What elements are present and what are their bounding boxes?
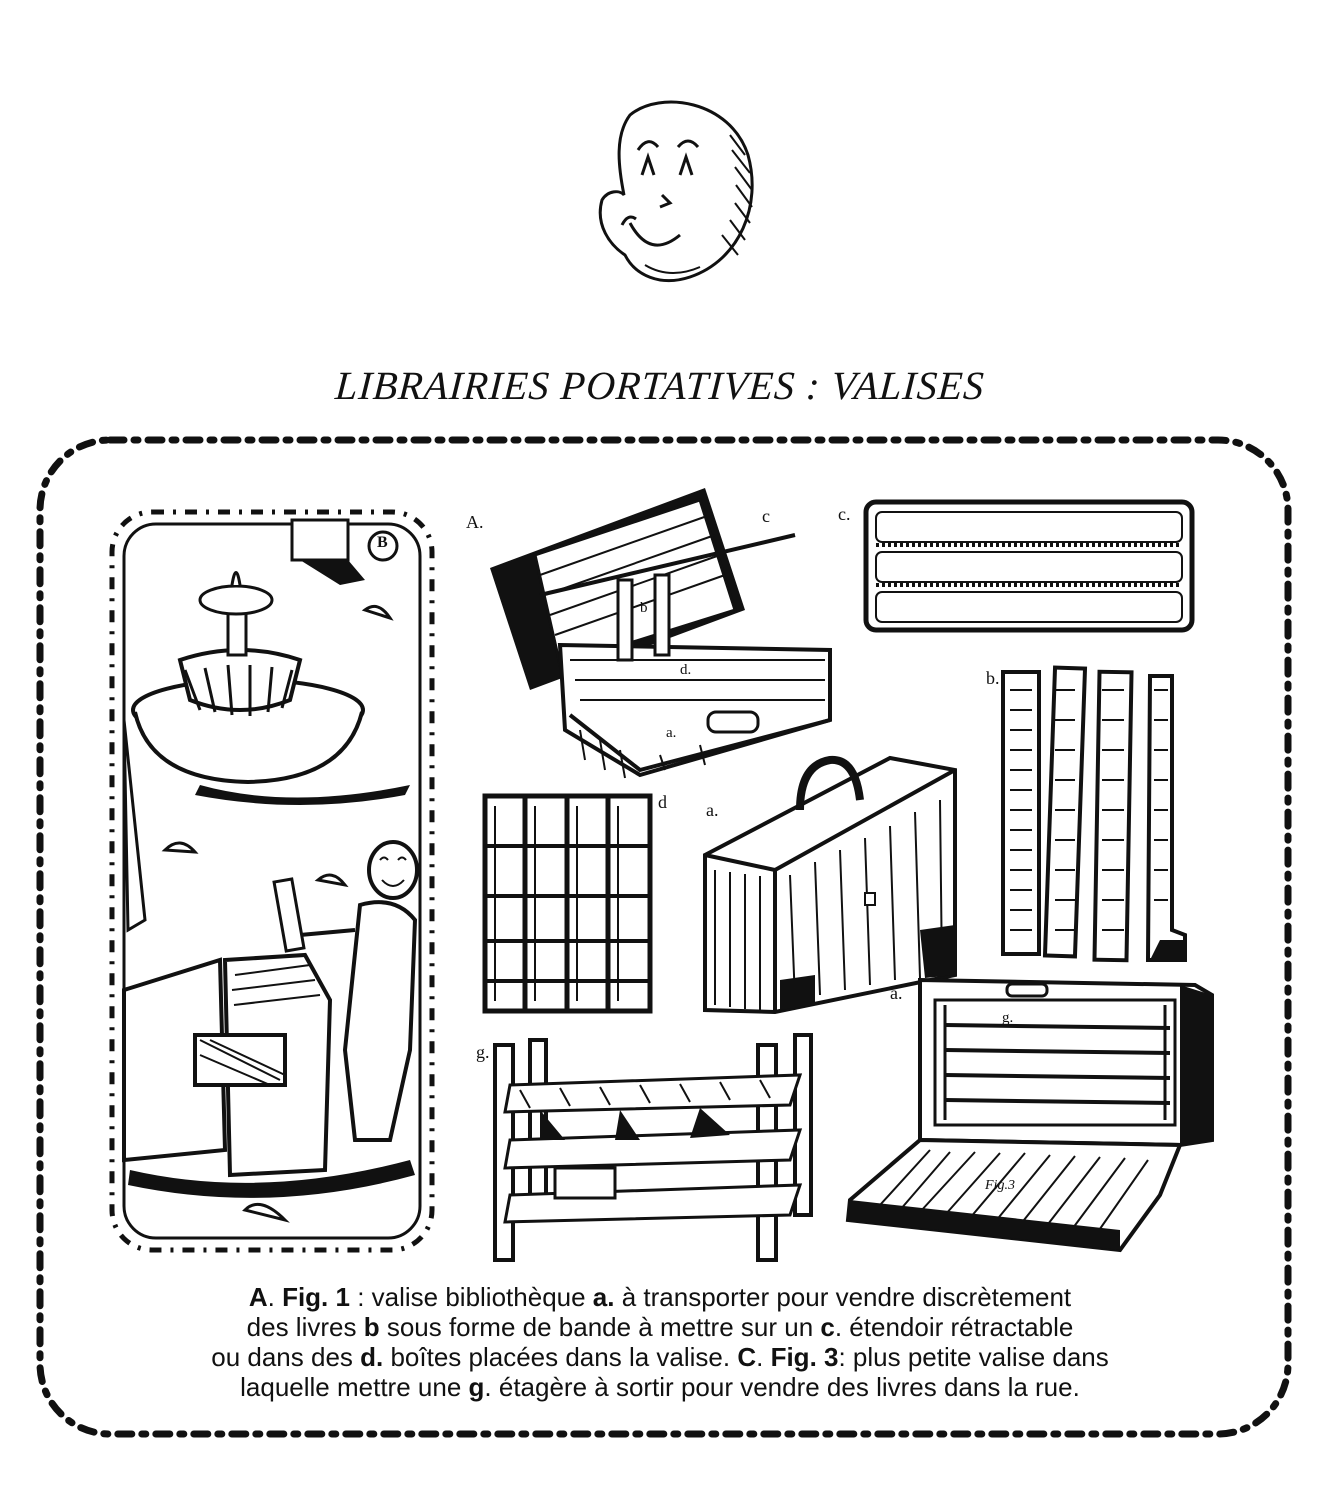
caption-bold-run: d. xyxy=(360,1342,384,1372)
label-a-mid: a. xyxy=(706,800,719,820)
caption-run: sous forme de bande à mettre sur un xyxy=(379,1312,821,1342)
caption-line: laquelle mettre une g. étagère à sortir … xyxy=(120,1372,1200,1402)
caption-bold-run: Fig. 3 xyxy=(770,1342,839,1372)
caption-bold-run: g xyxy=(468,1372,485,1402)
caption-bold-run: Fig. 1 xyxy=(282,1282,350,1312)
label-d: d xyxy=(658,792,667,812)
caption-bold-run: a. xyxy=(592,1282,615,1312)
caption-run: . étendoir rétractable xyxy=(834,1312,1074,1342)
caption-bold-run: A xyxy=(248,1282,268,1312)
label-B-circle: B xyxy=(377,534,388,551)
label-a-in-case: a. xyxy=(666,725,677,741)
caption-run: : plus petite valise dans xyxy=(838,1342,1109,1372)
caption-run: . xyxy=(756,1342,771,1372)
caption-run: . étagère à sortir pour vendre des livre… xyxy=(484,1372,1080,1402)
caption-bold-run: c xyxy=(820,1312,835,1342)
caption-run: boîtes placées dans la valise. xyxy=(383,1342,738,1372)
label-A: A. xyxy=(466,512,484,532)
page-title: LIBRAIRIES PORTATIVES : VALISES xyxy=(333,363,987,408)
caption-bold-run: C xyxy=(737,1342,757,1372)
caption-run: laquelle mettre une xyxy=(240,1372,469,1402)
label-b-in-case: b xyxy=(640,600,648,616)
label-c-top: c xyxy=(762,506,770,526)
label-fig3: Fig.3 xyxy=(985,1178,1015,1193)
caption: A. Fig. 1 : valise bibliothèque a. à tra… xyxy=(120,1282,1200,1402)
caption-run: ou dans des xyxy=(211,1342,361,1372)
label-g-left: g. xyxy=(476,1042,490,1062)
label-c-right: c. xyxy=(838,504,851,524)
dotted-frame xyxy=(36,436,1292,1438)
caption-line: A. Fig. 1 : valise bibliothèque a. à tra… xyxy=(120,1282,1200,1312)
label-a-right: a. xyxy=(890,983,903,1003)
caption-bold-run: b xyxy=(363,1312,380,1342)
face-illustration xyxy=(598,100,754,282)
caption-run: . xyxy=(267,1282,283,1312)
caption-line: ou dans des d. boîtes placées dans la va… xyxy=(120,1342,1200,1372)
label-d-in-case: d. xyxy=(680,662,692,678)
caption-run: à transporter pour vendre discrètement xyxy=(614,1282,1072,1312)
caption-line: des livres b sous forme de bande à mettr… xyxy=(120,1312,1200,1342)
caption-run: : valise bibliothèque xyxy=(349,1282,593,1312)
caption-run: des livres xyxy=(246,1312,364,1342)
label-b-right: b. xyxy=(986,668,1000,688)
label-g-in-case: g. xyxy=(1002,1010,1014,1026)
